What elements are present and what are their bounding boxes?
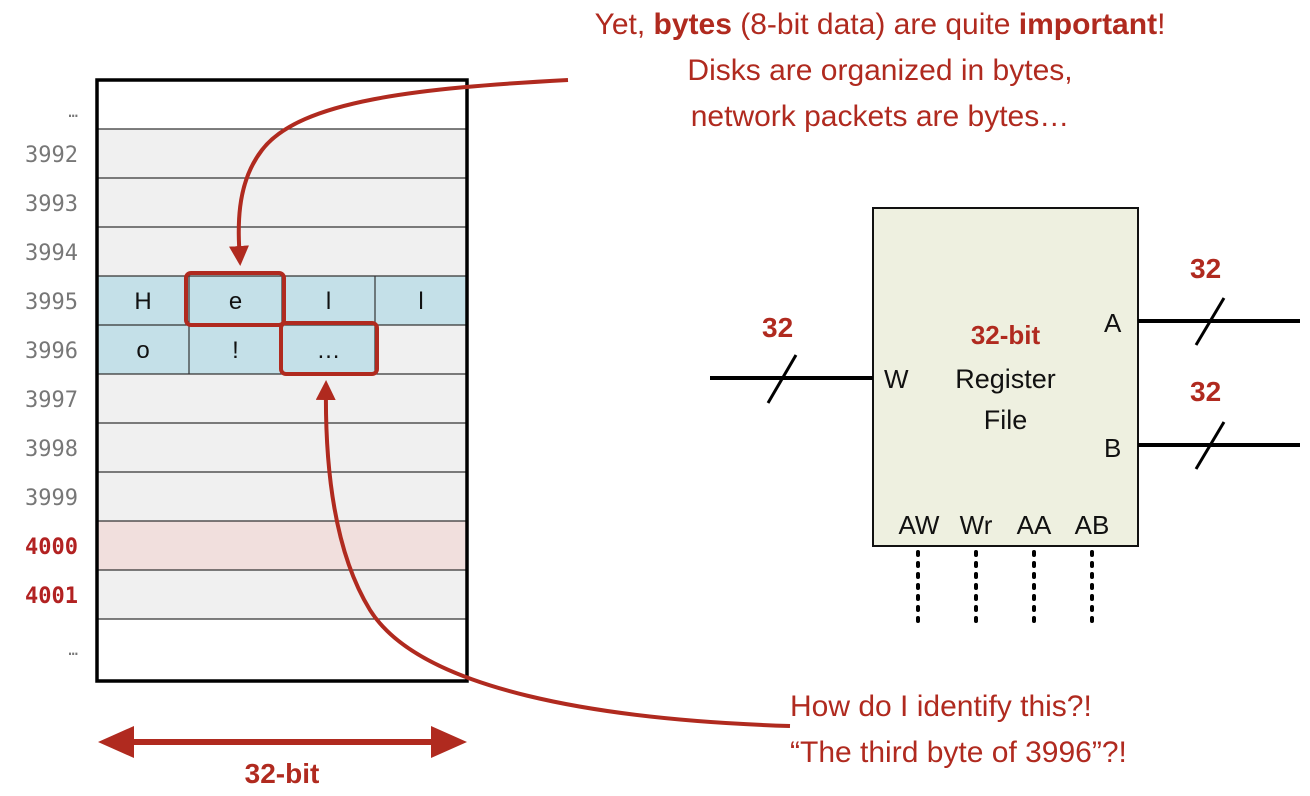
- control-port-label: Wr: [959, 510, 993, 540]
- wire-b-slash: [1194, 421, 1226, 470]
- address-label-highlight: 4000: [25, 535, 78, 560]
- memory-row: [97, 129, 467, 178]
- address-label-highlight: 4001: [25, 584, 78, 609]
- port-b-label: B: [1104, 433, 1122, 463]
- memory-row: [97, 80, 467, 129]
- byte-third-highlight: [279, 321, 379, 376]
- byte-cell: !: [232, 337, 239, 364]
- address-label: 3998: [25, 437, 78, 462]
- top-note-text: (8-bit data) are quite: [731, 8, 1019, 41]
- control-lines: [916, 550, 1094, 630]
- width-label: 32-bit: [244, 758, 320, 789]
- memory-row: [97, 423, 467, 472]
- memory-row-3996-rest: [377, 325, 467, 374]
- wire-a-width: 32: [1190, 253, 1222, 284]
- wire-b-width: 32: [1190, 376, 1222, 407]
- control-port-label: AA: [1016, 510, 1052, 540]
- memory-row: [97, 472, 467, 521]
- byte-cell: o: [136, 337, 150, 364]
- memory-table: [95, 78, 469, 683]
- bottom-note-arrow: [315, 380, 791, 728]
- byte-e-highlight: [184, 271, 286, 327]
- width-double-arrow: [98, 726, 467, 758]
- wire-a-slash: [1194, 297, 1226, 346]
- memory-row: [97, 227, 467, 276]
- top-note-bold: bytes: [653, 8, 732, 41]
- top-note-text: Yet,: [594, 8, 654, 41]
- memory-row: [97, 570, 467, 619]
- bottom-note-line2: “The third byte of 3996”?!: [790, 736, 1127, 769]
- memory-row-4000: [97, 521, 467, 570]
- top-note: Yet, bytes (8-bit data) are quite import…: [520, 2, 1240, 140]
- memory-row: [97, 374, 467, 423]
- address-label: 3996: [25, 339, 78, 364]
- memory-row: [97, 178, 467, 227]
- memory-row-3996-bytes: [97, 325, 377, 374]
- top-note-line2: Disks are organized in bytes,: [687, 54, 1073, 87]
- address-label: 3999: [25, 486, 78, 511]
- byte-cell: H: [134, 288, 152, 315]
- address-label: 3995: [25, 290, 78, 315]
- top-note-bold: important: [1018, 8, 1158, 41]
- address-label: 3994: [25, 241, 78, 266]
- address-label: …: [68, 102, 78, 121]
- port-a-label: A: [1104, 308, 1122, 338]
- top-note-line1: Yet, bytes (8-bit data) are quite import…: [520, 2, 1240, 48]
- bottom-note: How do I identify this?! “The third byte…: [790, 684, 1210, 776]
- address-label: 3992: [25, 143, 78, 168]
- top-note-line3: network packets are bytes…: [690, 100, 1070, 133]
- address-label: …: [68, 640, 78, 659]
- byte-cell: e: [228, 288, 243, 315]
- byte-cell: l: [418, 288, 424, 315]
- address-label: 3993: [25, 192, 78, 217]
- address-label: 3997: [25, 388, 78, 413]
- control-port-label: AB: [1074, 510, 1110, 540]
- wire-w-slash: [766, 354, 798, 404]
- port-w-label: W: [884, 364, 909, 394]
- top-note-text: !: [1157, 8, 1166, 41]
- memory-row: [97, 619, 467, 681]
- memory-border: [95, 78, 469, 683]
- register-file-width: 32-bit: [970, 320, 1041, 350]
- control-port-label: AW: [898, 510, 940, 540]
- top-note-arrow: [229, 78, 569, 266]
- byte-cell: l: [325, 288, 332, 315]
- register-file-name-line1: Register: [955, 364, 1056, 394]
- byte-cell: …: [316, 337, 341, 364]
- wire-w-width: 32: [762, 312, 794, 343]
- register-file-box: [872, 207, 1139, 547]
- bottom-note-line1: How do I identify this?!: [790, 690, 1092, 723]
- register-file-name-line2: File: [983, 405, 1028, 435]
